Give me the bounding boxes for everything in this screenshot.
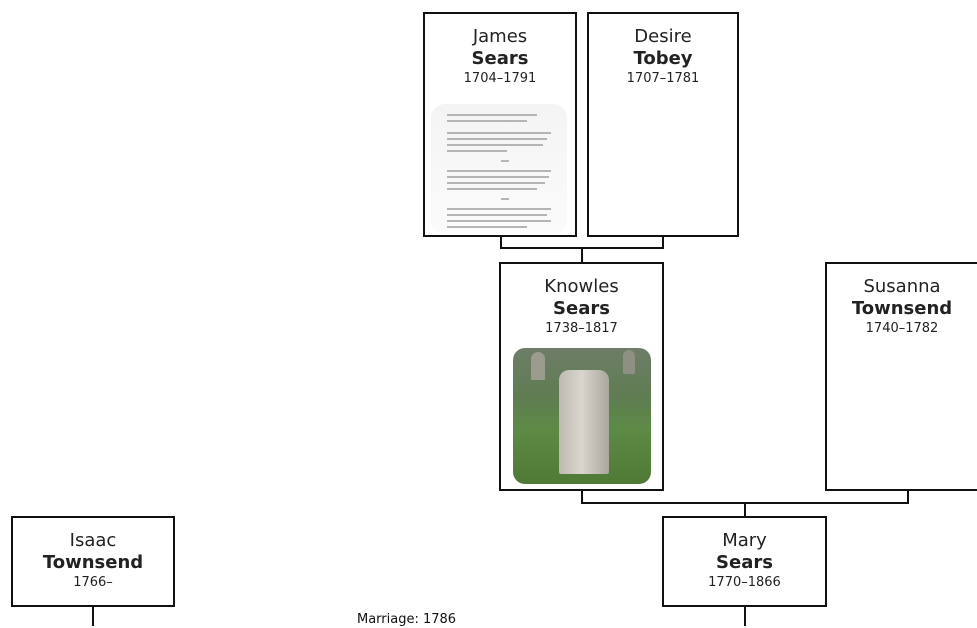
connector-line (744, 503, 746, 517)
person-card-desire-tobey[interactable]: Desire Tobey 1707–1781 (587, 12, 739, 237)
document-photo[interactable] (431, 104, 567, 234)
surname: Townsend (851, 298, 953, 319)
connector-line (907, 491, 909, 503)
given-name: Mary (722, 530, 767, 551)
person-card-james-sears[interactable]: James Sears 1704–1791 (423, 12, 577, 237)
person-card-susanna-townsend[interactable]: Susanna Townsend 1740–1782 (825, 262, 977, 491)
life-dates: 1704–1791 (463, 71, 537, 86)
marriage-label: Marriage: 1786 (357, 612, 457, 627)
connector-line (744, 607, 746, 626)
surname: Townsend (42, 552, 144, 573)
given-name: James (472, 26, 528, 47)
surname: Sears (716, 552, 773, 573)
surname: Sears (553, 298, 610, 319)
person-card-knowles-sears[interactable]: Knowles Sears 1738–1817 (499, 262, 664, 491)
person-card-mary-sears[interactable]: Mary Sears 1770–1866 (662, 516, 827, 607)
connector-line (581, 491, 583, 503)
life-dates: 1738–1817 (545, 321, 618, 336)
connector-line (662, 237, 664, 248)
surname: Tobey (633, 48, 693, 69)
connector-line (92, 607, 94, 626)
life-dates: 1707–1781 (626, 71, 700, 86)
gravestone-photo[interactable] (513, 348, 651, 484)
given-name: Isaac (69, 530, 117, 551)
life-dates: 1766– (73, 575, 113, 590)
given-name: Susanna (863, 276, 941, 297)
life-dates: 1740–1782 (865, 321, 939, 336)
person-card-isaac-townsend[interactable]: Isaac Townsend 1766– (11, 516, 175, 607)
connector-line (581, 248, 583, 263)
given-name: Knowles (544, 276, 619, 297)
life-dates: 1770–1866 (708, 575, 781, 590)
surname: Sears (471, 48, 529, 69)
given-name: Desire (634, 26, 692, 47)
connector-line (500, 237, 502, 248)
